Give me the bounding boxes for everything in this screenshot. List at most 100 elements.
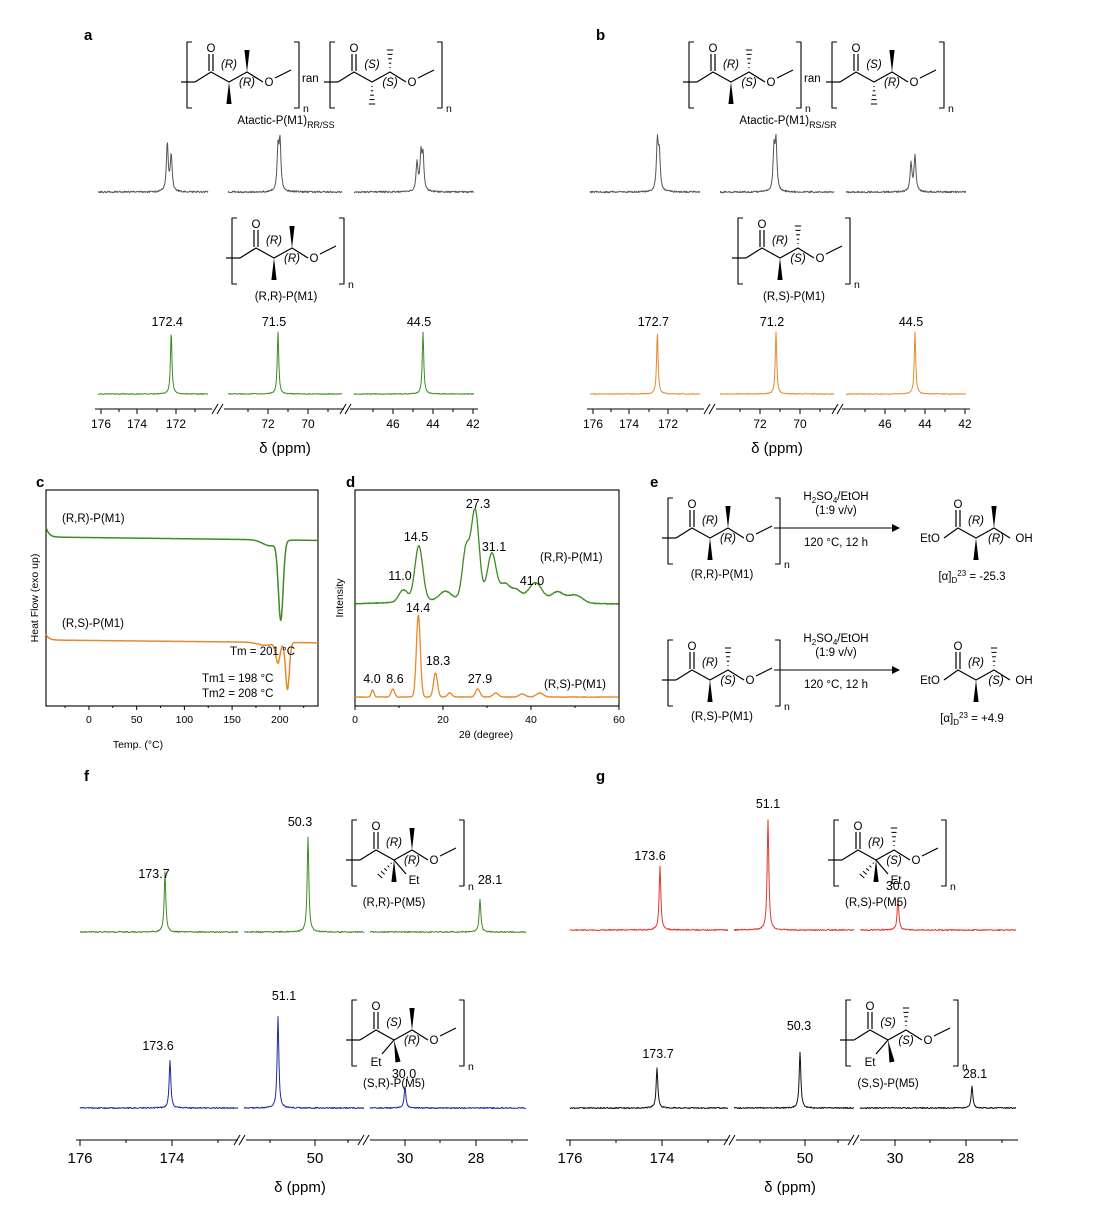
peak-label: 173.6 <box>634 849 665 863</box>
atactic-spectrum-segment <box>353 145 475 194</box>
reagent-label: H2SO4/EtOH <box>803 633 868 647</box>
peak-label: 51.1 <box>756 797 780 811</box>
oxygen-atom: O <box>910 77 919 89</box>
panel-label-e: e <box>650 474 658 491</box>
structure-label: (R,S)-P(M5) <box>845 897 907 909</box>
oxygen-atom: O <box>207 43 216 55</box>
x-tick-label: 176 <box>557 1150 582 1167</box>
oxygen-atom: O <box>430 1035 439 1047</box>
wedge-bond <box>409 828 415 850</box>
hash-bond <box>380 870 385 875</box>
reagent-sub: 4 <box>833 638 838 647</box>
wedge-bond <box>973 680 979 702</box>
atactic-label-sub: RS/SR <box>809 120 837 130</box>
oxygen-atom: O <box>758 219 767 231</box>
oxygen-atom: O <box>688 499 697 511</box>
peak-label: 41.0 <box>520 574 544 588</box>
oxygen-atom: O <box>954 641 963 653</box>
stereo-label: (R) <box>988 533 1004 545</box>
ethyl-label: Et <box>865 1057 877 1069</box>
bracket-right <box>294 41 300 109</box>
spectrum-segment-top <box>859 897 1017 932</box>
peak-label: 28.1 <box>478 873 502 887</box>
x-tick-label: 72 <box>753 417 767 431</box>
x-tick-label: 70 <box>301 417 315 431</box>
atactic-label: Atactic-P(M1)RR/SS <box>237 115 334 130</box>
wedge-bond <box>289 226 295 248</box>
ethyl-label: Et <box>371 1057 383 1069</box>
structure-label: (S,S)-P(M5) <box>857 1078 919 1090</box>
stereo-label: (S) <box>886 855 902 867</box>
axis-break <box>216 403 224 415</box>
reagent-part: H <box>803 491 811 503</box>
bracket-left <box>737 217 743 285</box>
oxygen-atom: O <box>265 77 274 89</box>
x-axis-title: Temp. (°C) <box>113 739 163 751</box>
reagent-label: H2SO4/EtOH <box>803 491 868 505</box>
backbone-bond <box>839 69 937 83</box>
x-tick-label: 30 <box>887 1150 904 1167</box>
oxygen-atom: O <box>252 219 261 231</box>
wedge-bond <box>244 50 250 72</box>
spectrum-segment-top <box>243 836 365 934</box>
stereo-label: (S) <box>382 77 398 89</box>
stereo-label: (R) <box>702 515 718 527</box>
stereo-label: (R) <box>386 837 402 849</box>
wedge-bond <box>707 538 713 560</box>
reagent-part: H <box>803 633 811 645</box>
stereo-label: (S) <box>741 77 757 89</box>
axis-break <box>344 403 352 415</box>
wedge-bond <box>728 82 734 104</box>
peak-label: 71.5 <box>262 315 286 329</box>
bracket-right <box>459 999 465 1067</box>
panel-label-d: d <box>346 474 355 491</box>
bracket-left <box>231 217 237 285</box>
peak-label: 18.3 <box>426 654 450 668</box>
x-tick-label: 50 <box>797 1150 814 1167</box>
wedge-bond <box>707 680 713 702</box>
hash-bond <box>383 868 388 872</box>
x-axis-title: δ (ppm) <box>751 440 803 457</box>
arrow-head <box>892 524 900 532</box>
rotation-sub: D <box>952 576 958 585</box>
x-tick-label: 176 <box>583 417 603 431</box>
repeat-n: n <box>446 103 452 115</box>
wedge-bond <box>888 1040 895 1063</box>
x-tick-label: 100 <box>176 714 194 726</box>
x-axis-title: δ (ppm) <box>274 1179 326 1196</box>
bracket-left <box>186 41 192 109</box>
reagent-sub: 2 <box>812 496 817 505</box>
arrow-head <box>892 666 900 674</box>
x-tick-label: 40 <box>525 714 537 726</box>
oxygen-atom: O <box>746 533 755 545</box>
stereo-label: (R) <box>404 1035 420 1047</box>
stereo-label: (R) <box>868 837 884 849</box>
reagent-part: SO <box>816 633 833 645</box>
x-tick-label: 174 <box>159 1150 184 1167</box>
atactic-spectrum-segment <box>719 133 835 194</box>
x-tick-label: 72 <box>261 417 275 431</box>
atactic-spectrum-segment <box>97 142 209 194</box>
peak-label: 28.1 <box>963 1067 987 1081</box>
ethyl-bond <box>393 859 407 875</box>
reagent-part: /EtOH <box>837 491 868 503</box>
axis-break <box>831 403 839 415</box>
rotation-part: [α] <box>938 571 951 583</box>
wedge-bond <box>271 258 277 280</box>
oxygen-atom: O <box>408 77 417 89</box>
dsc-trace-rr <box>45 526 319 622</box>
peak-label: 71.2 <box>760 315 784 329</box>
ethoxy-label: EtO <box>920 675 940 687</box>
atactic-label: Atactic-P(M1)RS/SR <box>739 115 837 130</box>
oxygen-atom: O <box>372 821 381 833</box>
oxygen-atom: O <box>688 641 697 653</box>
rotation-sub: D <box>953 718 959 727</box>
spectrum-segment-bottom <box>733 1051 855 1110</box>
y-axis-title: Heat Flow (exo up) <box>29 554 41 643</box>
stereo-label: (S) <box>790 253 806 265</box>
x-tick-label: 46 <box>386 417 400 431</box>
hash-bond <box>390 862 392 864</box>
x-axis-title: δ (ppm) <box>259 440 311 457</box>
stereo-label: (S) <box>988 675 1004 687</box>
repeat-n: n <box>962 1061 968 1073</box>
